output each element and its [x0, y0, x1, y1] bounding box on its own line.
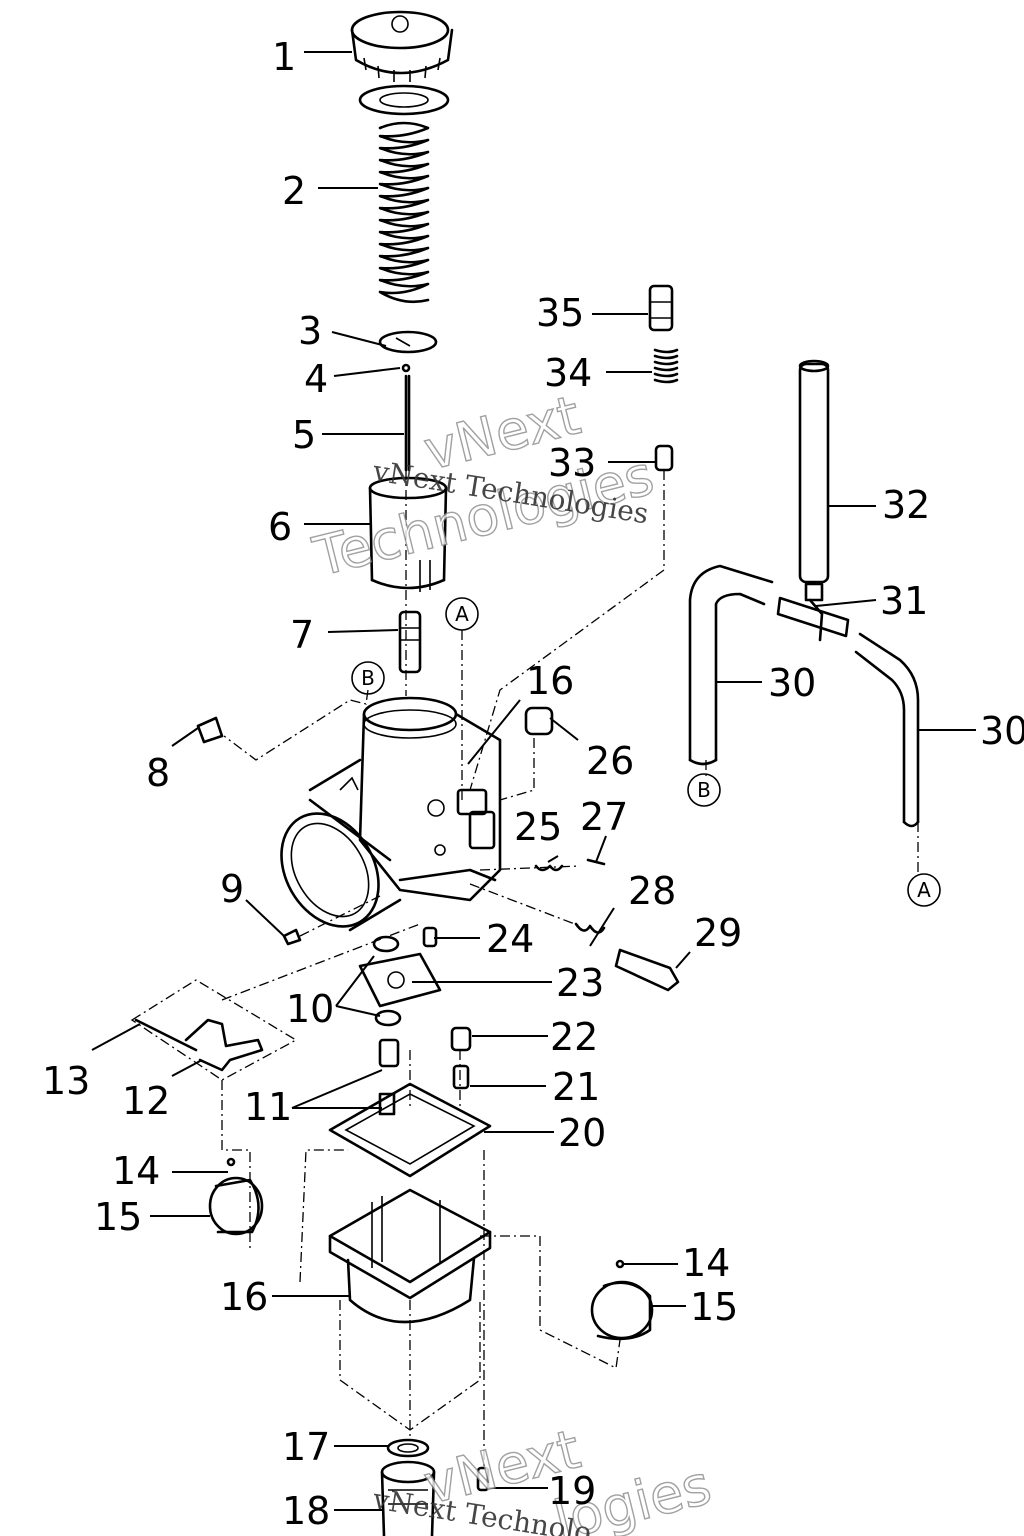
connector-markers: A B B A	[351, 597, 941, 907]
part-9-screw	[282, 928, 302, 946]
label-30-right: 30	[980, 709, 1024, 753]
label-16-bottom: 16	[220, 1275, 268, 1319]
part-8-plug	[196, 716, 224, 744]
part-jet-needle	[404, 374, 411, 472]
label-29: 29	[694, 911, 742, 955]
label-20: 20	[558, 1111, 606, 1155]
label-32: 32	[882, 483, 930, 527]
connector-a-hose: A	[917, 878, 931, 902]
assembly-dash-lines	[130, 470, 919, 1470]
label-15-left: 15	[94, 1195, 142, 1239]
label-17: 17	[282, 1425, 330, 1469]
part-number-labels: 1 2 3 4 5 6 7 8 9 10 11 12 13 14 14 15 1…	[42, 35, 1024, 1533]
label-9: 9	[220, 867, 244, 911]
label-6: 6	[268, 505, 292, 549]
label-4: 4	[304, 357, 328, 401]
label-31: 31	[880, 579, 928, 623]
label-7: 7	[290, 613, 314, 657]
label-16-top: 16	[526, 659, 574, 703]
label-33: 33	[548, 441, 596, 485]
part-spring	[378, 121, 430, 304]
label-1: 1	[272, 35, 296, 79]
part-float-left	[208, 1157, 264, 1236]
label-35: 35	[536, 291, 584, 335]
part-needle-clip-plate	[378, 330, 438, 354]
connector-b-hose: B	[697, 778, 711, 802]
label-24: 24	[486, 917, 534, 961]
label-2: 2	[282, 169, 306, 213]
label-34: 34	[544, 351, 592, 395]
part-float-bowl	[328, 1188, 492, 1324]
part-vent-tube-and-tee	[776, 359, 850, 642]
part-float-right	[590, 1259, 654, 1341]
label-5: 5	[292, 413, 316, 457]
part-air-screw-assembly	[648, 284, 679, 472]
label-19: 19	[548, 1469, 596, 1513]
label-15-right: 15	[690, 1285, 738, 1329]
part-float-arm-pin	[134, 1018, 264, 1072]
label-14-right: 14	[682, 1241, 730, 1285]
part-washer	[358, 84, 450, 116]
label-18: 18	[282, 1489, 330, 1533]
part-needle-jet	[398, 610, 422, 674]
label-26: 26	[586, 739, 634, 783]
label-3: 3	[298, 309, 322, 353]
connector-a-top: A	[455, 602, 469, 626]
part-e-clip	[401, 363, 411, 373]
part-throttle-slide	[368, 476, 448, 592]
label-13: 13	[42, 1059, 90, 1103]
label-21: 21	[552, 1065, 600, 1109]
part-vent-hoses	[688, 564, 920, 828]
label-11: 11	[244, 1085, 292, 1129]
part-bowl-gasket	[328, 1082, 492, 1178]
part-drain-assembly	[380, 1438, 490, 1536]
leader-lines	[91, 51, 976, 1511]
part-carburetor-body	[280, 696, 502, 932]
part-float-gasket-assembly	[358, 926, 442, 1027]
label-12: 12	[122, 1079, 170, 1123]
label-14-left: 14	[112, 1149, 160, 1193]
label-25: 25	[514, 805, 562, 849]
part-cap	[350, 10, 454, 82]
label-8: 8	[146, 751, 170, 795]
connector-b-top: B	[361, 666, 375, 690]
label-22: 22	[550, 1015, 598, 1059]
label-10: 10	[286, 987, 334, 1031]
label-27: 27	[580, 795, 628, 839]
label-30-left: 30	[768, 661, 816, 705]
label-23: 23	[556, 961, 604, 1005]
label-28: 28	[628, 869, 676, 913]
